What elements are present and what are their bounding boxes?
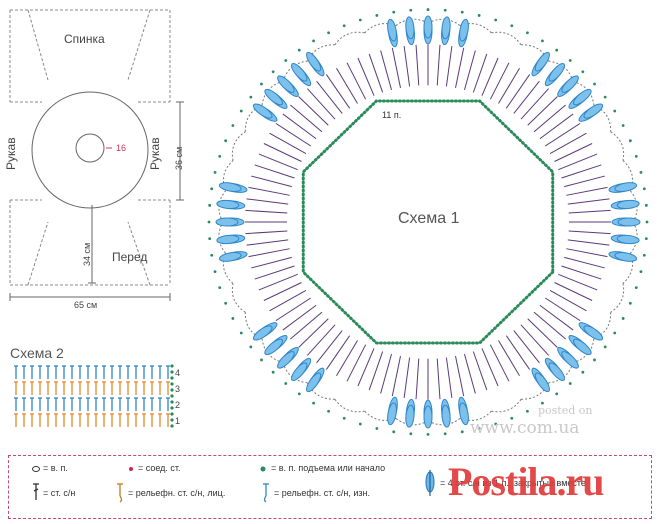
legend-cluster-icon bbox=[425, 470, 435, 496]
scheme1-outer-dots bbox=[207, 8, 649, 436]
scheme2-row-stitches bbox=[14, 365, 170, 379]
legend-bpdc: = рельефн. ст. с/н, изн. bbox=[274, 488, 371, 498]
watermark-posted: posted on bbox=[538, 404, 593, 417]
scheme2-row-3: 3 bbox=[175, 384, 181, 394]
legend-box bbox=[8, 455, 652, 519]
dim-width-label: 65 см bbox=[74, 300, 98, 310]
watermark-site: www.com.ua bbox=[470, 418, 580, 438]
scheme2-row-2: 2 bbox=[175, 400, 181, 410]
legend-chain: = в. п. bbox=[43, 463, 68, 473]
scheme2-row-stitches bbox=[14, 381, 170, 395]
back-label: Спинка bbox=[64, 32, 105, 46]
scheme1-cluster-fans bbox=[215, 15, 641, 429]
scheme2-row-stitches bbox=[14, 397, 170, 411]
legend-dc: = ст. с/н bbox=[43, 488, 76, 498]
scheme1-title: Схема 1 bbox=[398, 210, 460, 227]
legend-slip: = соед. ст. bbox=[138, 463, 181, 473]
legend-fpdc: = рельефн. ст. с/н, лиц. bbox=[128, 488, 226, 498]
postila-watermark: Postila.ru bbox=[448, 459, 605, 504]
scheme2-turning-dots bbox=[170, 364, 174, 428]
legend-turning: = в. п. подъема или начало bbox=[271, 463, 386, 473]
dim-inner-label: 16 bbox=[116, 143, 127, 153]
scheme2-title: Схема 2 bbox=[10, 345, 64, 361]
legend-cluster: = 4 ст. с/н из 1 п., закрытые вместе bbox=[440, 478, 586, 488]
front-label: Перед bbox=[112, 250, 148, 264]
scheme1-inner-ring bbox=[301, 99, 555, 345]
scheme2-row-1: 1 bbox=[175, 416, 181, 426]
scheme2-row-stitches bbox=[14, 413, 170, 427]
scheme1-count-label: 11 п. bbox=[382, 110, 402, 120]
scheme2-row-4: 4 bbox=[175, 368, 181, 378]
scheme1-stitches bbox=[245, 44, 611, 400]
